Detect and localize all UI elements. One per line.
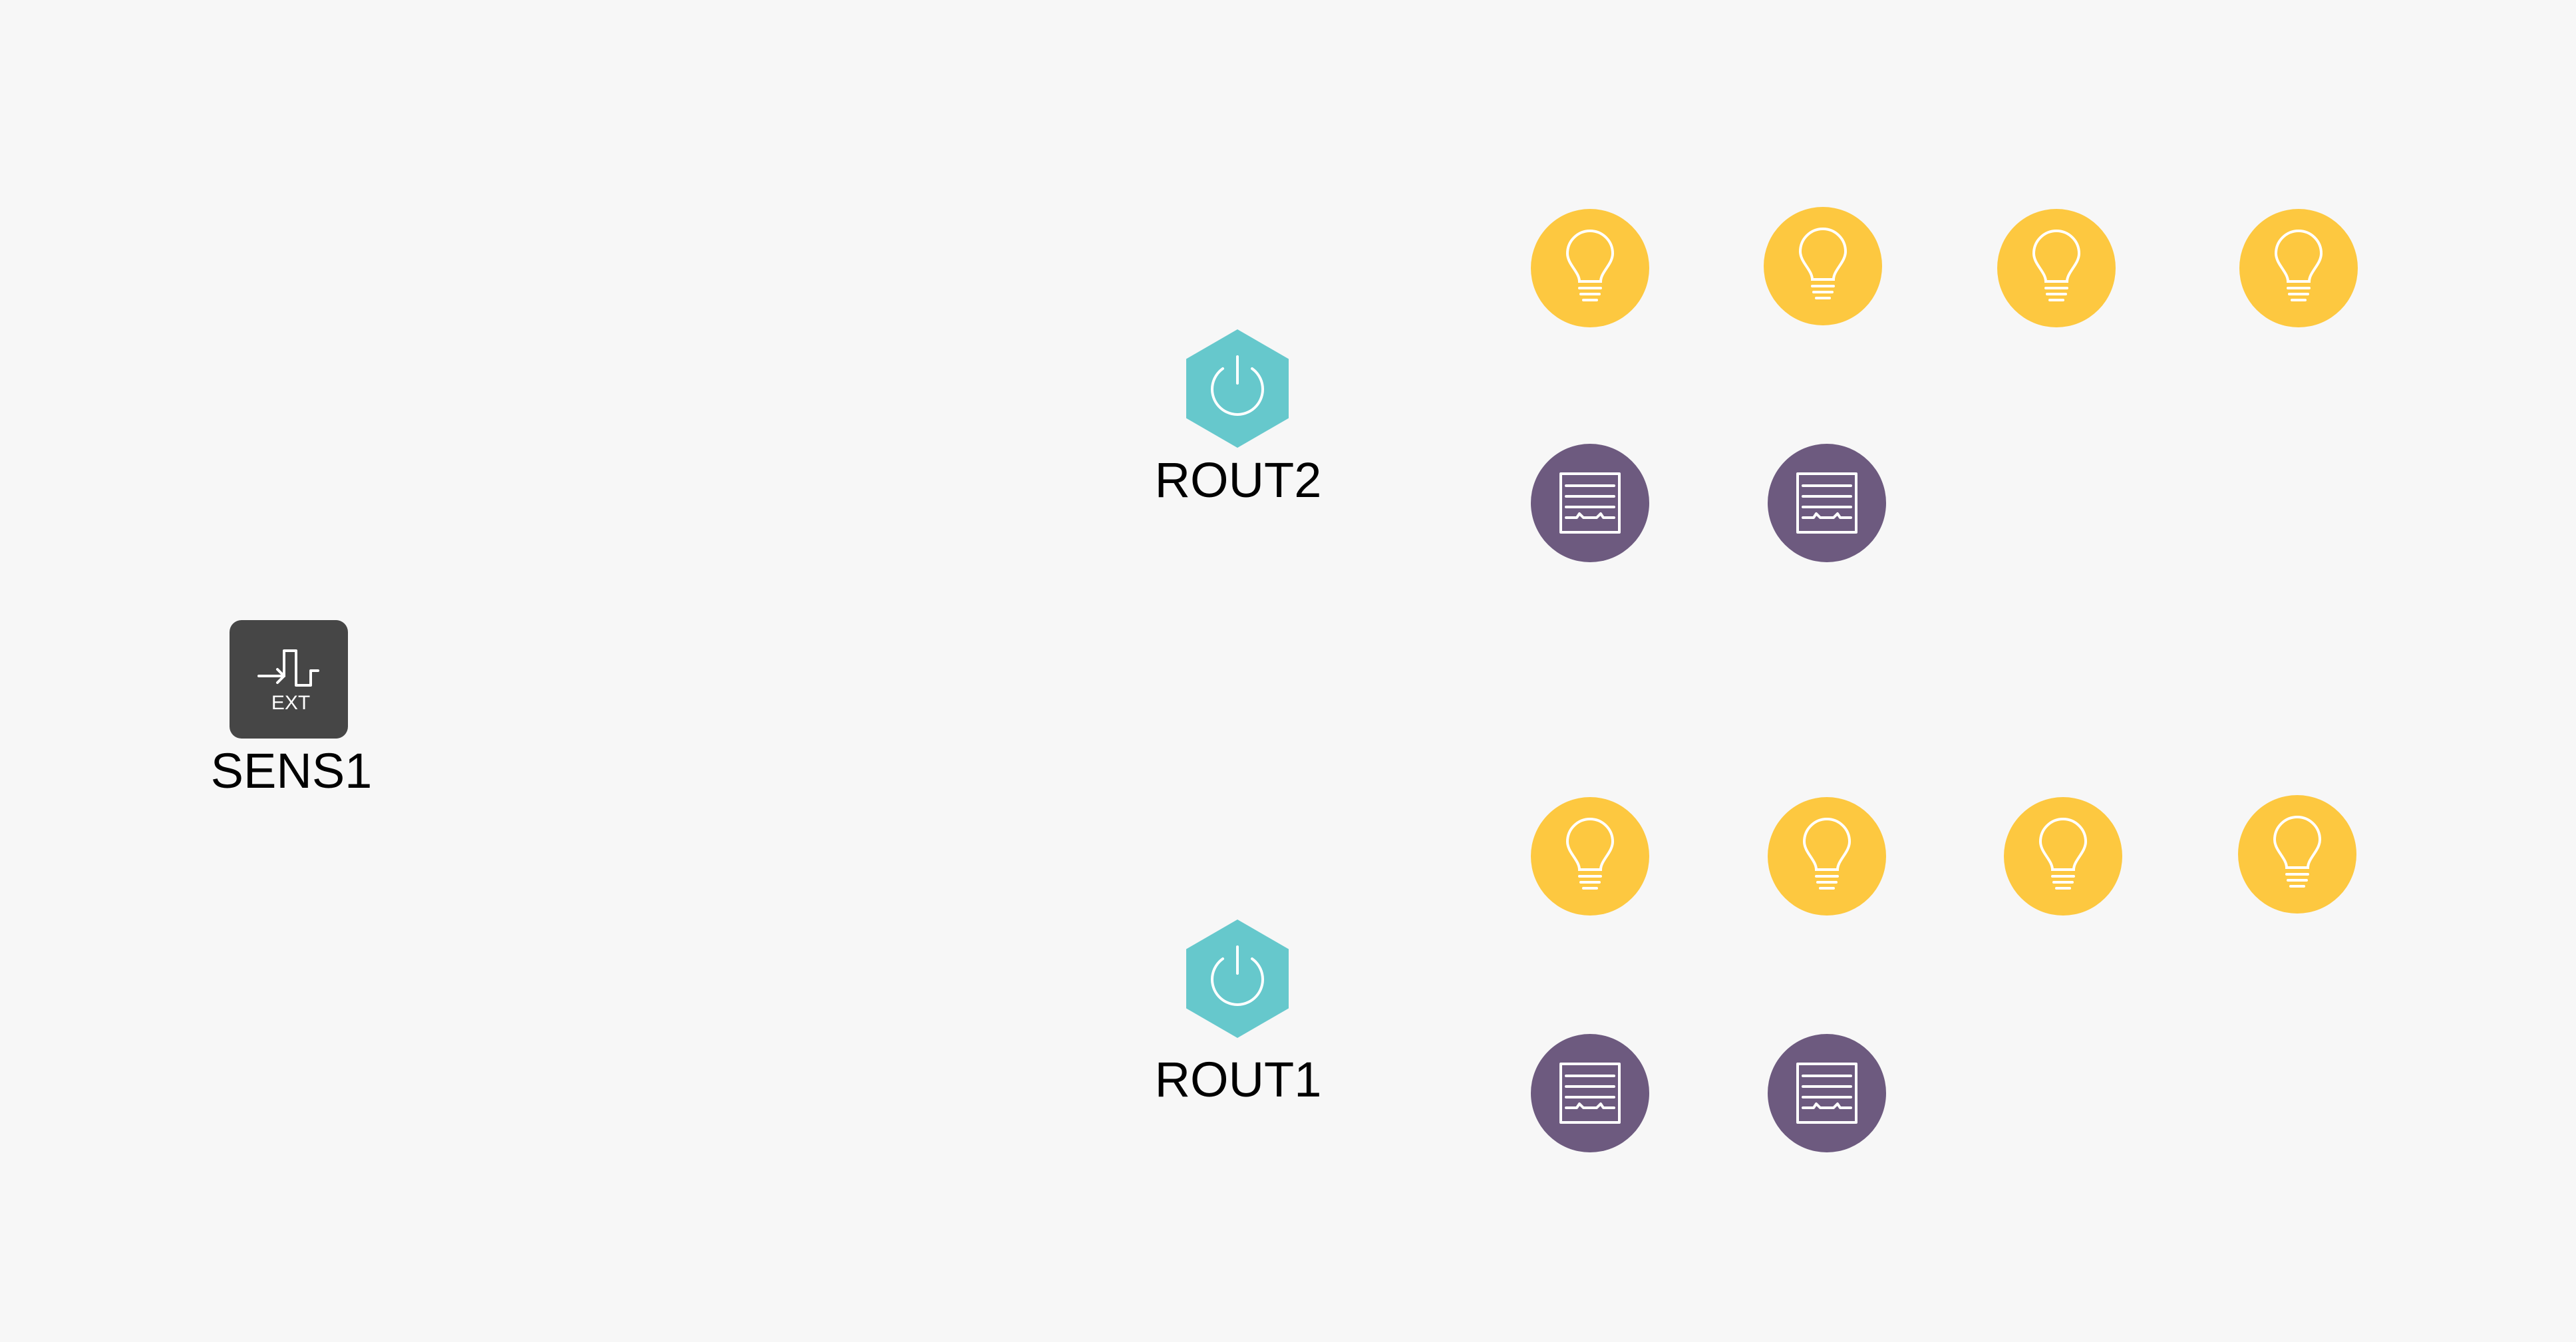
blind-icon bbox=[1768, 1034, 1886, 1152]
router-node-rout2[interactable] bbox=[1178, 329, 1297, 448]
lightbulb-icon bbox=[2004, 797, 2122, 916]
ext-input-icon: EXT bbox=[230, 620, 348, 739]
light-node[interactable] bbox=[2238, 795, 2356, 914]
lightbulb-icon bbox=[2239, 209, 2358, 327]
light-node[interactable] bbox=[1764, 207, 1882, 325]
blind-node[interactable] bbox=[1531, 1034, 1649, 1152]
router-node-rout1[interactable] bbox=[1178, 920, 1297, 1038]
light-node[interactable] bbox=[1531, 209, 1649, 327]
lightbulb-icon bbox=[1997, 209, 2116, 327]
router-label-rout2: ROUT2 bbox=[1154, 452, 1322, 508]
lightbulb-icon bbox=[1531, 209, 1649, 327]
light-node[interactable] bbox=[2239, 209, 2358, 327]
lightbulb-icon bbox=[1764, 207, 1882, 325]
blind-node[interactable] bbox=[1531, 444, 1649, 562]
ext-badge-text: EXT bbox=[271, 692, 310, 714]
light-node[interactable] bbox=[2004, 797, 2122, 916]
router-label-rout1: ROUT1 bbox=[1154, 1052, 1322, 1107]
blind-icon bbox=[1531, 444, 1649, 562]
blind-icon bbox=[1768, 444, 1886, 562]
light-node[interactable] bbox=[1997, 209, 2116, 327]
blind-node[interactable] bbox=[1768, 1034, 1886, 1152]
light-node[interactable] bbox=[1768, 797, 1886, 916]
light-node[interactable] bbox=[1531, 797, 1649, 916]
sensor-label: SENS1 bbox=[210, 743, 373, 798]
blind-node[interactable] bbox=[1768, 444, 1886, 562]
power-icon bbox=[1186, 329, 1289, 448]
lightbulb-icon bbox=[1531, 797, 1649, 916]
lightbulb-icon bbox=[1768, 797, 1886, 916]
power-icon bbox=[1186, 920, 1289, 1038]
sensor-node-sens1[interactable]: EXT bbox=[230, 620, 348, 739]
blind-icon bbox=[1531, 1034, 1649, 1152]
lightbulb-icon bbox=[2238, 795, 2356, 914]
